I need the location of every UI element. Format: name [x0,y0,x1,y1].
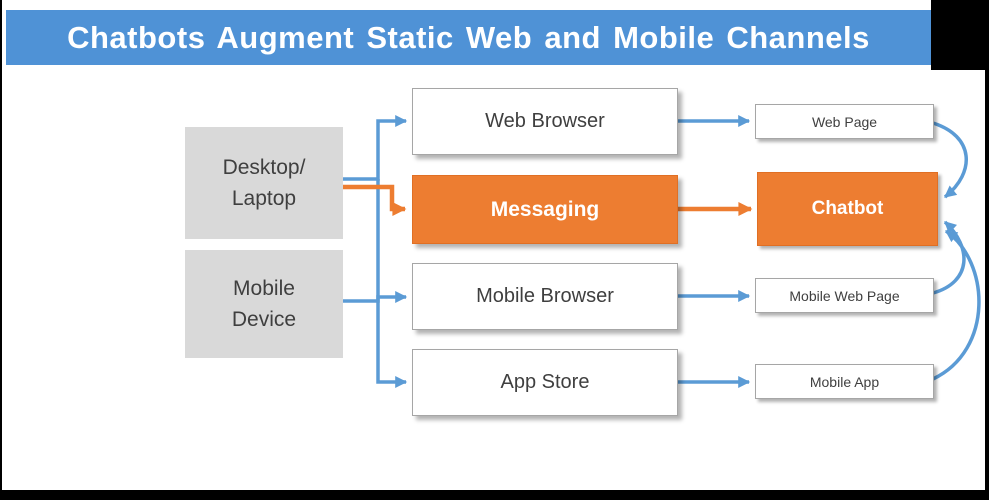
channel-app-store-label: App Store [500,371,590,393]
endpoint-mobile-web-page-label: Mobile Web Page [789,287,900,304]
endpoint-mobile-app-label: Mobile App [809,373,880,390]
device-desktop-laptop: Desktop/ Laptop [185,127,343,239]
top-right-dark-corner [931,0,989,70]
endpoint-web-page: Web Page [755,104,934,139]
channel-web-browser-label: Web Browser [485,110,605,132]
device-mobile-device: Mobile Device [185,250,343,358]
title-banner: Chatbots Augment Static Web and Mobile C… [6,10,931,65]
page-title: Chatbots Augment Static Web and Mobile C… [67,19,870,55]
channel-app-store: App Store [412,349,678,416]
endpoint-mobile-app: Mobile App [755,364,934,399]
channel-mobile-browser: Mobile Browser [412,263,678,330]
endpoint-chatbot-label: Chatbot [811,198,884,219]
channel-messaging: Messaging [412,175,678,244]
device-mobile-device-label: Mobile Device [231,276,297,332]
channel-mobile-browser-label: Mobile Browser [476,285,614,307]
device-desktop-laptop-label: Desktop/ Laptop [222,155,306,211]
endpoint-chatbot: Chatbot [757,172,938,246]
endpoint-web-page-label: Web Page [811,113,878,130]
endpoint-mobile-web-page: Mobile Web Page [755,278,934,313]
channel-web-browser: Web Browser [412,88,678,155]
channel-messaging-label: Messaging [490,197,600,221]
